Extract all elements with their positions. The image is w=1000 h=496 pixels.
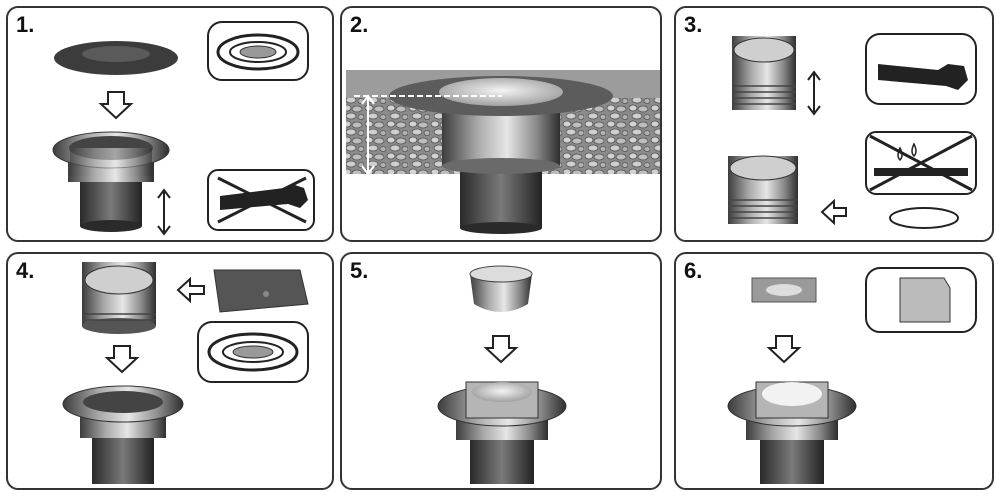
protective-cover	[751, 277, 817, 303]
step-2-illustration	[346, 70, 660, 234]
odour-trap	[469, 265, 533, 312]
step-number: 3.	[684, 12, 703, 37]
saw-box	[865, 33, 977, 105]
down-arrow-icon	[104, 345, 140, 374]
extension-pipe	[82, 262, 156, 334]
step-4-illustration	[62, 262, 309, 484]
grate-box	[865, 267, 977, 333]
drain-body	[437, 381, 567, 484]
extension-pipe	[732, 36, 796, 110]
down-arrow-icon	[483, 335, 519, 364]
no-lubricant-box	[865, 131, 977, 195]
drain-body	[62, 385, 184, 484]
height-arrow-icon	[807, 70, 821, 116]
step-5-panel: 5.	[340, 252, 662, 490]
height-arrow-icon	[354, 94, 502, 176]
step-number: 1.	[16, 12, 35, 37]
step-1-illustration	[52, 21, 315, 236]
step-number: 5.	[350, 258, 369, 283]
step-2-panel: 2.	[340, 6, 662, 242]
seal-ring-box	[207, 21, 309, 81]
sealing-flange	[54, 41, 178, 75]
no-saw-box	[207, 169, 315, 231]
step-5-illustration	[437, 265, 567, 484]
step-6-panel: 6.	[674, 252, 994, 490]
step-number: 2.	[350, 12, 369, 37]
left-arrow-icon	[820, 198, 847, 226]
seal-ring-box	[197, 321, 309, 383]
step-number: 4.	[16, 258, 35, 283]
down-arrow-icon	[766, 335, 802, 364]
left-arrow-icon	[176, 276, 205, 304]
o-ring	[889, 207, 959, 229]
step-6-illustration	[727, 267, 977, 484]
drain-body	[389, 76, 613, 234]
step-4-panel: 4.	[6, 252, 334, 490]
extension-pipe-cut	[728, 155, 798, 224]
step-3-panel: 3.	[674, 6, 994, 242]
drain-body	[52, 131, 170, 232]
membrane-sheet	[213, 269, 309, 313]
drain-body	[727, 381, 857, 484]
height-arrow-icon	[157, 188, 171, 236]
down-arrow-icon	[98, 91, 134, 120]
step-number: 6.	[684, 258, 703, 283]
step-1-panel: 1.	[6, 6, 334, 242]
step-3-illustration	[728, 33, 977, 229]
